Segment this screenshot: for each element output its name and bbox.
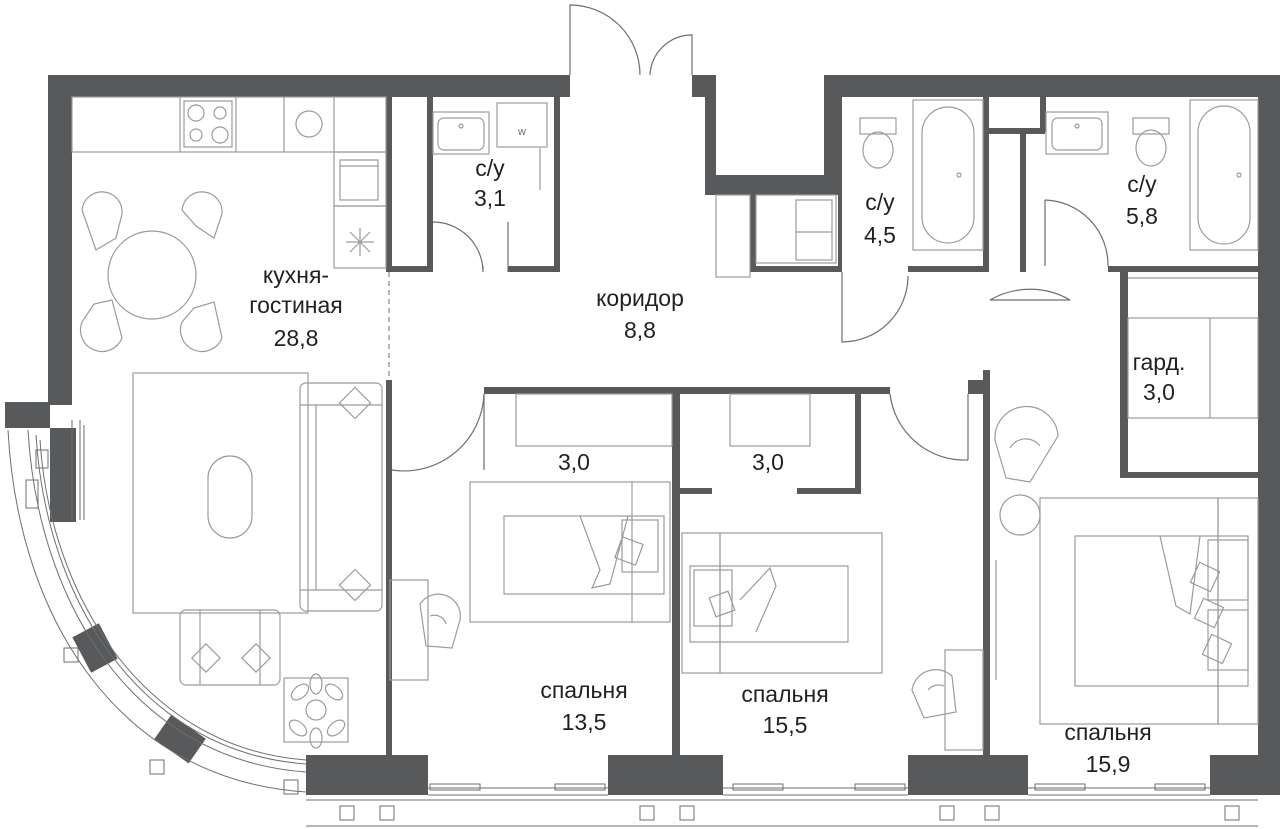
bath-mid-area: 4,5 [864, 222, 896, 248]
bedroom-2-furniture [681, 393, 984, 751]
washer-mark: w [517, 126, 526, 138]
walls [5, 75, 1280, 795]
kitchen-living-label-line2: гостиная [249, 292, 343, 318]
room-labels: кухня- гостиная 28,8 с/у 3,1 коридор 8,8… [249, 155, 1185, 777]
doors [388, 4, 1109, 472]
wardrobe-label: гард. [1133, 349, 1186, 375]
living-furniture [132, 372, 383, 749]
closet-1-area: 3,0 [558, 449, 590, 475]
bedroom-1-label: спальня [540, 677, 627, 703]
bath-large-fixtures [1045, 99, 1259, 251]
bath-mid-fixtures [715, 99, 984, 278]
kitchen-living-label-line1: кухня- [263, 262, 329, 288]
wardrobe-shelves [1127, 277, 1259, 419]
facade-windows [7, 420, 1258, 827]
corridor-area: 8,8 [624, 317, 656, 343]
wardrobe-area: 3,0 [1143, 379, 1175, 405]
bedroom-3-label: спальня [1064, 719, 1151, 745]
bath-large-area: 5,8 [1126, 203, 1158, 229]
bedroom-3-furniture [994, 405, 1259, 725]
closet-2-area: 3,0 [752, 449, 784, 475]
bedroom-1-area: 13,5 [562, 709, 607, 735]
bedroom-3-area: 15,9 [1086, 751, 1131, 777]
bedroom-2-area: 15,5 [763, 712, 808, 738]
bath-small-area: 3,1 [474, 185, 506, 211]
dining-table [79, 191, 223, 353]
bath-small-label: с/у [475, 155, 505, 181]
bedroom-2-label: спальня [741, 681, 828, 707]
kitchen-living-area: 28,8 [274, 325, 319, 351]
bath-large-label: с/у [1127, 171, 1157, 197]
bath-mid-label: с/у [865, 189, 895, 215]
corridor-label: коридор [596, 285, 684, 311]
bedroom-1-furniture [389, 393, 673, 681]
bath-small-fixtures [432, 102, 548, 190]
kitchen-furniture [71, 96, 387, 269]
